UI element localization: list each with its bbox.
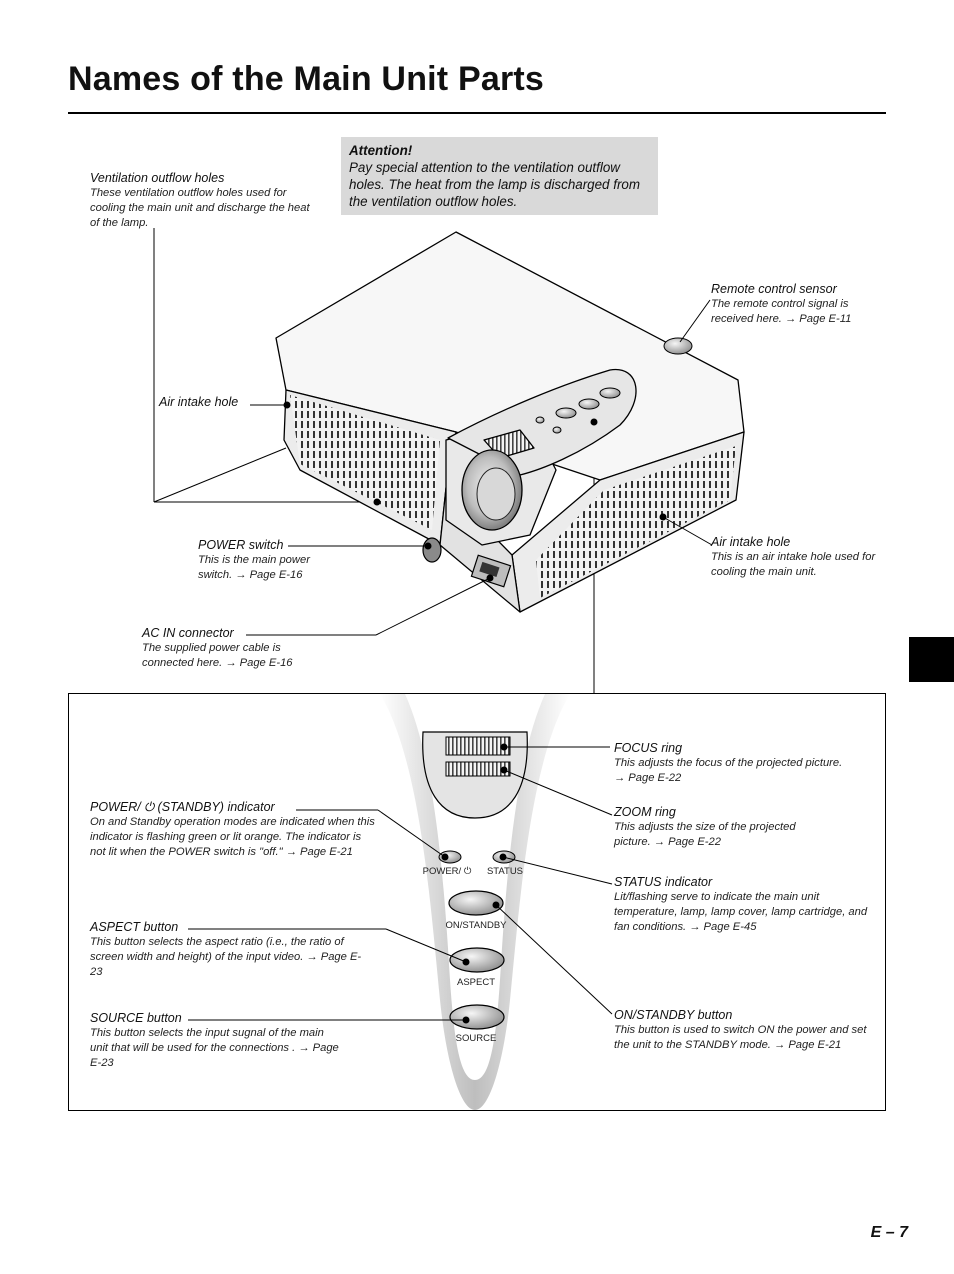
control-panel-box xyxy=(68,693,886,1111)
source-desc: This button selects the input sugnal of … xyxy=(90,1027,339,1069)
status-desc: Lit/flashing serve to indicate the main … xyxy=(614,891,868,933)
ac-in-heading: AC IN connector xyxy=(142,626,234,640)
ventilation-desc: These ventilation outflow holes used for… xyxy=(90,187,310,229)
attention-heading: Attention! xyxy=(349,143,413,158)
status-indicator-label: STATUS xyxy=(486,866,524,877)
remote-sensor-desc: The remote control signal is received he… xyxy=(711,298,852,325)
aspect-label: ASPECT xyxy=(456,977,495,988)
power-indicator-heading: POWER/ ⏻ (STANDBY) indicator xyxy=(90,800,275,814)
label-remote-sensor: Remote control sensor The remote control… xyxy=(711,281,891,327)
power-indicator-label: POWER/ ⏻ xyxy=(422,866,472,877)
zoom-desc: This adjusts the size of the projected p… xyxy=(614,821,796,848)
ac-in-desc: The supplied power cable is connected he… xyxy=(142,642,293,669)
power-indicator-desc: On and Standby operation modes are indic… xyxy=(90,816,375,858)
air-intake-left-heading: Air intake hole xyxy=(159,395,239,409)
power-switch-desc: This is the main power switch. → Page E-… xyxy=(198,554,310,581)
title-rule xyxy=(68,112,886,114)
air-intake-right-heading: Air intake hole xyxy=(711,535,791,549)
label-ventilation: Ventilation outflow holes These ventilat… xyxy=(90,170,320,231)
source-heading: SOURCE button xyxy=(90,1011,182,1025)
air-intake-right-desc: This is an air intake hole used for cool… xyxy=(711,551,876,578)
label-air-intake-right: Air intake hole This is an air intake ho… xyxy=(711,534,879,580)
on-standby-heading: ON/STANDBY button xyxy=(614,1008,733,1022)
source-label: SOURCE xyxy=(455,1033,497,1044)
attention-text: Pay special attention to the ventilation… xyxy=(349,160,641,209)
power-switch-heading: POWER switch xyxy=(198,538,284,552)
label-on-standby: ON/STANDBY button This button is used to… xyxy=(614,1007,884,1053)
focus-heading: FOCUS ring xyxy=(614,741,683,755)
label-zoom: ZOOM ring This adjusts the size of the p… xyxy=(614,804,834,850)
page-title: Names of the Main Unit Parts xyxy=(68,60,545,98)
on-standby-desc: This button is used to switch ON the pow… xyxy=(614,1024,867,1051)
on-standby-label: ON/STANDBY xyxy=(445,920,507,931)
label-source: SOURCE button This button selects the in… xyxy=(90,1010,340,1071)
remote-sensor-heading: Remote control sensor xyxy=(711,282,837,296)
focus-desc: This adjusts the focus of the projected … xyxy=(614,757,843,784)
attention-box: Attention! Pay special attention to the … xyxy=(341,137,658,215)
label-status: STATUS indicator Lit/flashing serve to i… xyxy=(614,874,874,935)
section-tab xyxy=(909,637,954,682)
label-ac-in: AC IN connector The supplied power cable… xyxy=(142,625,302,671)
label-air-intake-left: Air intake hole xyxy=(159,394,238,410)
label-aspect: ASPECT button This button selects the as… xyxy=(90,919,365,980)
zoom-heading: ZOOM ring xyxy=(614,805,676,819)
aspect-desc: This button selects the aspect ratio (i.… xyxy=(90,936,362,978)
aspect-heading: ASPECT button xyxy=(90,920,179,934)
page-number: E – 7 xyxy=(870,1224,908,1241)
label-focus: FOCUS ring This adjusts the focus of the… xyxy=(614,740,844,786)
ventilation-heading: Ventilation outflow holes xyxy=(90,171,225,185)
status-heading: STATUS indicator xyxy=(614,875,713,889)
label-power-switch: POWER switch This is the main power swit… xyxy=(198,537,318,583)
label-power-indicator: POWER/ ⏻ (STANDBY) indicator On and Stan… xyxy=(90,799,375,860)
